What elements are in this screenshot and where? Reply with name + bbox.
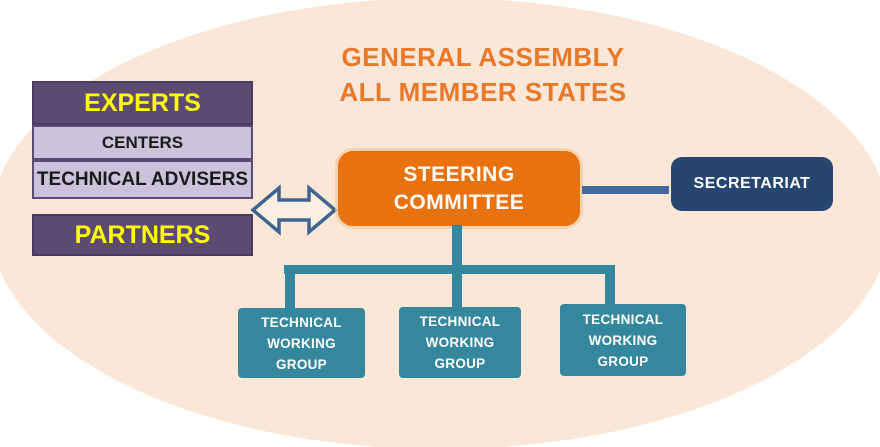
twg1-line3: GROUP <box>275 356 327 372</box>
steering-committee-box: STEERING COMMITTEE <box>338 151 580 226</box>
secretariat-label: SECRETARIAT <box>693 175 811 192</box>
twg3-line2: WORKING <box>588 332 658 348</box>
general-assembly-line2: ALL MEMBER STATES <box>339 77 627 107</box>
twg2-line1: TECHNICAL <box>419 314 501 329</box>
secretariat-box: SECRETARIAT <box>671 157 833 211</box>
technical-working-group-box-3: TECHNICAL WORKING GROUP <box>560 304 686 376</box>
experts-label: EXPERTS <box>84 88 201 117</box>
tree-drop-right <box>605 273 615 305</box>
twg1-line1: TECHNICAL <box>261 314 342 330</box>
steering-secretariat-connector <box>582 186 669 194</box>
double-arrow-icon <box>250 182 338 238</box>
partners-label: PARTNERS <box>74 220 211 249</box>
technical-working-group-box-2: TECHNICAL WORKING GROUP <box>399 307 521 378</box>
centers-box: CENTERS <box>32 125 253 160</box>
twg3-line3: GROUP <box>597 353 649 369</box>
technical-advisers-box: TECHNICAL ADVISERS <box>32 160 253 199</box>
twg3-line1: TECHNICAL <box>582 311 664 327</box>
steering-tree-connector <box>452 225 462 267</box>
steering-committee-line1: STEERING <box>403 162 515 186</box>
partners-box: PARTNERS <box>32 214 253 256</box>
technical-advisers-label: TECHNICAL ADVISERS <box>36 168 249 190</box>
steering-committee-line2: COMMITTEE <box>393 190 525 214</box>
tree-horizontal-line <box>284 265 615 274</box>
tree-drop-middle <box>452 273 462 308</box>
general-assembly-heading: GENERAL ASSEMBLY ALL MEMBER STATES <box>283 40 683 110</box>
experts-box: EXPERTS <box>32 81 253 125</box>
tree-drop-left <box>285 273 295 309</box>
twg2-line2: WORKING <box>425 335 495 350</box>
twg2-line3: GROUP <box>434 356 486 371</box>
general-assembly-line1: GENERAL ASSEMBLY <box>341 42 625 72</box>
twg1-line2: WORKING <box>267 335 336 351</box>
technical-working-group-box-1: TECHNICAL WORKING GROUP <box>238 308 365 378</box>
centers-label: CENTERS <box>101 132 184 152</box>
